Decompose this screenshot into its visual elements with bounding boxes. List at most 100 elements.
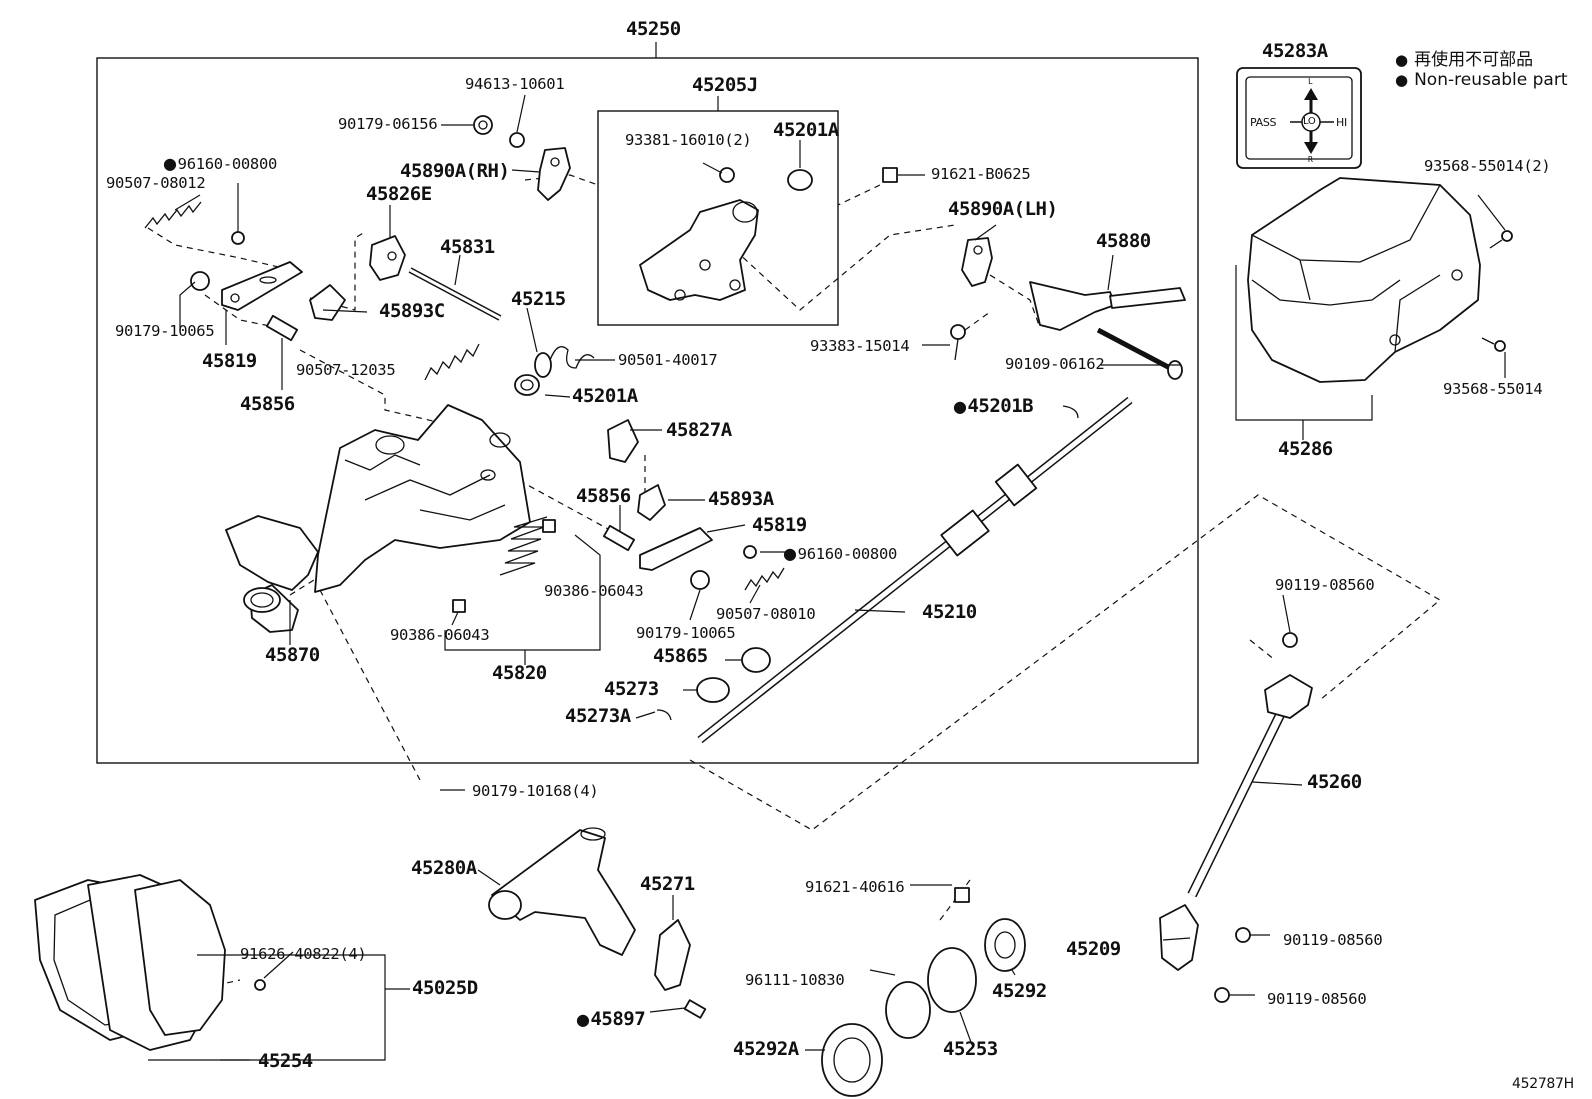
- label-90109-06162: 90109-06162: [1005, 355, 1105, 373]
- main-shaft-45210: [697, 396, 1133, 744]
- label-90179-06156: 90179-06156: [338, 115, 438, 133]
- label-45201B: 45201B: [953, 397, 1033, 416]
- label-45880: 45880: [1096, 230, 1151, 252]
- label-90179-10065-a: 90179-10065: [115, 322, 215, 340]
- bolt-90119-08560-c: [1214, 987, 1230, 1003]
- label-90119-08560-a: 90119-08560: [1275, 576, 1375, 594]
- label-90507-08012: 90507-08012: [106, 174, 206, 192]
- label-93568-55014-2: 93568-55014(2): [1424, 157, 1551, 175]
- label-94613-10601: 94613-10601: [465, 75, 565, 93]
- cam-45893C: [309, 284, 346, 321]
- label-45890A-LH: 45890A(LH): [948, 198, 1058, 220]
- label-90507-12035: 90507-12035: [296, 361, 396, 379]
- bolt-91621-B0625: [882, 167, 898, 183]
- bolt-45897: [683, 999, 707, 1019]
- washer-90179-10065-a: [190, 271, 210, 291]
- figure-id: 452787H: [1512, 1076, 1574, 1092]
- shift-plate-45283A: [1236, 67, 1362, 169]
- label-90501-40017: 90501-40017: [618, 351, 718, 369]
- bracket-45890A-RH: [537, 147, 571, 201]
- label-45865: 45865: [653, 645, 708, 667]
- spring-90507-08010: [744, 567, 785, 591]
- screw-93568-55014-a: [1489, 230, 1513, 249]
- label-45201A-mid: 45201A: [572, 385, 638, 407]
- intermediate-shaft-45260: [1187, 674, 1313, 898]
- snap-ring-45201B: [1062, 405, 1079, 419]
- label-93568-55014: 93568-55014: [1443, 380, 1543, 398]
- pin-45831: [408, 267, 502, 321]
- label-45209: 45209: [1066, 938, 1121, 960]
- label-45870: 45870: [265, 644, 320, 666]
- bolt-90119-08560-a: [1282, 632, 1298, 648]
- clamp-96111-10830: [885, 981, 931, 1039]
- label-45292: 45292: [992, 980, 1047, 1002]
- legend-en: ●Non-reusable part: [1395, 70, 1568, 90]
- bracket-45890A-LH: [961, 237, 993, 287]
- label-45893A: 45893A: [708, 488, 774, 510]
- bushing-45865: [741, 647, 771, 673]
- washer-90179-10065-b: [690, 570, 710, 590]
- nut-90386-a: [542, 519, 556, 533]
- spring-90501-40017: [549, 346, 595, 369]
- label-45890A-RH: 45890A(RH): [400, 160, 510, 182]
- shift-plate-bottom: R: [1308, 155, 1313, 164]
- bolt-45856-b: [602, 524, 636, 552]
- label-45292A: 45292A: [733, 1038, 799, 1060]
- clip-94613-10601: [509, 132, 525, 148]
- bushing-45201A-top: [787, 169, 813, 191]
- bracket-45827A: [607, 419, 639, 463]
- spring-90507-12035: [424, 343, 480, 381]
- spring-90507-08012: [144, 201, 202, 229]
- label-45271: 45271: [640, 873, 695, 895]
- label-45856-b: 45856: [576, 485, 631, 507]
- bolt-90119-08560-b: [1235, 927, 1251, 943]
- column-tube-45870: [225, 404, 531, 633]
- bearing-45292: [984, 918, 1026, 972]
- label-45897: 45897: [576, 1010, 645, 1029]
- assembly-45250-frame: [96, 57, 1199, 764]
- nut-90386-b: [452, 599, 466, 613]
- snap-ring-45273A: [656, 709, 672, 721]
- washer-90179-06156: [473, 115, 493, 135]
- screw-93381: [719, 167, 735, 183]
- lever-45880: [1029, 281, 1186, 331]
- label-45201A-top: 45201A: [773, 119, 839, 141]
- label-45856-a: 45856: [240, 393, 295, 415]
- boot-45292A: [821, 1023, 883, 1097]
- label-90386-06043-a: 90386-06043: [544, 582, 644, 600]
- label-45819-a: 45819: [202, 350, 257, 372]
- clamp-45253: [927, 947, 977, 1013]
- bolt-45856-a: [265, 314, 299, 342]
- label-45893C: 45893C: [379, 300, 445, 322]
- label-45215: 45215: [511, 288, 566, 310]
- label-45205J: 45205J: [692, 74, 758, 96]
- label-45826E: 45826E: [366, 183, 432, 205]
- label-91621-40616: 91621-40616: [805, 878, 905, 896]
- label-45827A: 45827A: [666, 419, 732, 441]
- bearing-45273: [696, 677, 730, 703]
- label-45253: 45253: [943, 1038, 998, 1060]
- bushing-45201A-mid: [514, 374, 540, 396]
- lever-plate-45819: [221, 261, 303, 311]
- shift-plate-left: PASS: [1250, 116, 1277, 129]
- legend-jp: ●再使用不可部品: [1395, 50, 1534, 70]
- label-45820: 45820: [492, 662, 547, 684]
- spring-45820: [499, 516, 548, 576]
- screw-93383-15014: [950, 324, 966, 361]
- label-96160-00800-b: 96160-00800: [783, 546, 898, 563]
- shift-plate-top: L: [1308, 77, 1313, 86]
- screw-93568-55014-b: [1481, 337, 1506, 352]
- label-91621-B0625: 91621-B0625: [931, 165, 1031, 183]
- label-45280A: 45280A: [411, 857, 477, 879]
- label-96160-00800-a: 96160-00800: [163, 156, 278, 173]
- label-45831: 45831: [440, 236, 495, 258]
- column-cover-45286: [1247, 177, 1481, 383]
- label-45283A: 45283A: [1262, 40, 1328, 62]
- label-45210: 45210: [922, 601, 977, 623]
- ring-45215: [534, 352, 552, 378]
- shift-plate-center: LO: [1303, 116, 1316, 127]
- bolt-91621-40616: [954, 887, 970, 903]
- lock-body-45205J: [639, 199, 759, 301]
- label-90119-08560-b: 90119-08560: [1283, 931, 1383, 949]
- bracket-45826E: [369, 235, 406, 281]
